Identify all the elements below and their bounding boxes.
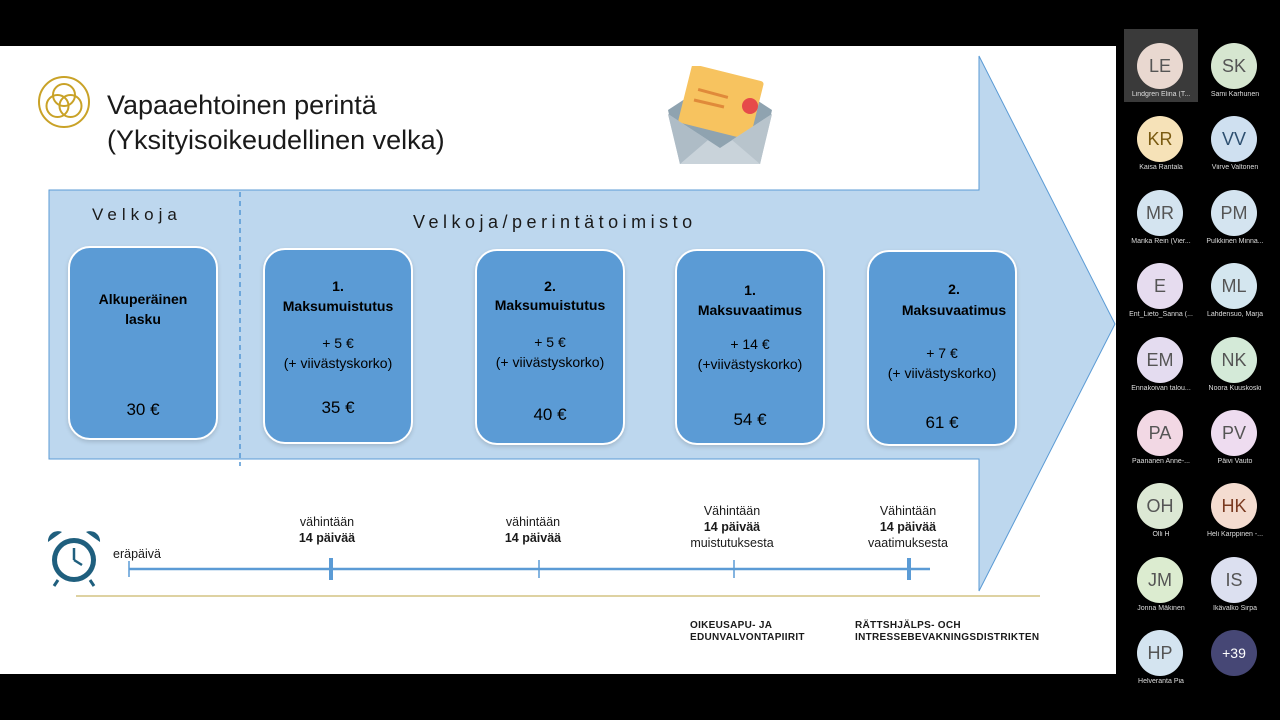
step-fee-note: (+ viivästyskorko)	[887, 365, 997, 381]
step-number: 1.	[332, 278, 344, 294]
step-fee: + 14 €	[730, 336, 770, 352]
participant-name: Marika Rein (Vier...	[1131, 237, 1191, 245]
timeline-due-date: eräpäivä	[113, 547, 161, 561]
participant-name: Sami Karhunen	[1210, 91, 1260, 98]
step-amount: 40 €	[533, 405, 567, 424]
participant-name: Ikävalko Sirpa	[1213, 604, 1257, 612]
avatar: IS	[1211, 556, 1257, 603]
participant-name: Viirve Valtonen	[1211, 164, 1259, 172]
participant-name: Pulkkinen Minna...	[1206, 237, 1264, 245]
avatar: MR	[1137, 189, 1183, 236]
participant-tile[interactable]: SK Sami Karhunen	[1198, 29, 1272, 102]
step-fee: + 5 €	[322, 335, 354, 351]
avatar: KR	[1137, 116, 1183, 163]
participant-name: Jonna Mäkinen	[1137, 604, 1185, 612]
avatar: OH	[1137, 483, 1183, 530]
envelope-letter-icon	[668, 66, 772, 164]
participant-tile[interactable]: PA Paananen Anne-...	[1124, 396, 1198, 469]
presentation-slide: Vapaaehtoinen perintä (Yksityisoikeudell…	[0, 46, 1116, 674]
participant-name: Kaisa Rantala	[1139, 164, 1183, 172]
participant-name: Ennakoivan talou...	[1131, 384, 1191, 392]
avatar: PM	[1211, 189, 1257, 236]
step-amount: 54 €	[733, 410, 767, 429]
avatar: PA	[1137, 410, 1183, 456]
avatar: ML	[1211, 263, 1257, 310]
avatar: HK	[1211, 483, 1257, 530]
step-reminder-1: 1. Maksumuistutus + 5 € (+ viivästyskork…	[263, 248, 413, 444]
step-number: 2.	[948, 281, 960, 297]
agency-label: Velkoja/perintätoimisto	[413, 212, 697, 232]
step-amount: 35 €	[321, 398, 355, 417]
avatar: LE	[1137, 43, 1183, 89]
step-name: Maksuvaatimus	[901, 302, 1007, 318]
participant-name: Noora Kuuskoski	[1208, 384, 1262, 392]
more-participants-button[interactable]: +39	[1198, 616, 1272, 689]
step-demand-1: 1. Maksuvaatimus + 14 € (+viivästyskorko…	[675, 249, 825, 445]
step-fee-note: (+viivästyskorko)	[697, 356, 803, 372]
participant-name: Lindgren Elina (T...	[1131, 91, 1191, 98]
avatar: NK	[1211, 336, 1257, 383]
step-fee-note: (+ viivästyskorko)	[283, 355, 393, 371]
triquetra-logo-icon	[38, 76, 90, 128]
step-demand-2: 2. Maksuvaatimus + 7 € (+ viivästyskorko…	[867, 250, 1017, 446]
slide-title: Vapaaehtoinen perintä	[107, 90, 377, 120]
avatar: VV	[1211, 116, 1257, 163]
step-name: Maksumuistutus	[282, 298, 394, 314]
alarm-clock-icon	[47, 531, 101, 587]
participant-tile[interactable]: LE Lindgren Elina (T...	[1124, 29, 1198, 102]
participant-name: Olli H	[1152, 531, 1170, 539]
participant-tile[interactable]: PV Päivi Vauto	[1198, 396, 1272, 469]
step-amount: 61 €	[925, 413, 959, 432]
step-original-invoice: Alkuperäinen lasku 30 €	[68, 246, 218, 440]
step-fee: + 7 €	[926, 345, 958, 361]
step-fee-note: (+ viivästyskorko)	[495, 354, 605, 370]
avatar: JM	[1137, 556, 1183, 603]
step-reminder-2: 2. Maksumuistutus + 5 € (+ viivästyskork…	[475, 249, 625, 445]
step-name: Maksuvaatimus	[697, 302, 803, 318]
avatar: E	[1137, 263, 1183, 310]
step-name: Alkuperäinen lasku	[98, 291, 188, 327]
participant-name: Ent_Lieto_Sanna (...	[1129, 311, 1193, 319]
participant-name: Päivi Vauto	[1217, 458, 1253, 465]
avatar: EM	[1137, 336, 1183, 383]
participant-name: Paananen Anne-...	[1132, 458, 1190, 465]
participant-name: Lahdensuo, Marja	[1206, 311, 1264, 319]
step-name: Maksumuistutus	[494, 297, 606, 313]
participant-name: Heli Karppinen -...	[1206, 531, 1264, 539]
step-number: 1.	[744, 282, 756, 298]
step-fee: + 5 €	[534, 334, 566, 350]
avatar: SK	[1211, 43, 1257, 89]
step-amount: 30 €	[126, 400, 160, 419]
step-number: 2.	[544, 278, 556, 294]
avatar: HP	[1137, 630, 1183, 677]
avatar: PV	[1211, 410, 1257, 456]
participant-name: Helveranta Pia	[1138, 678, 1184, 686]
slide-subtitle: (Yksityisoikeudellinen velka)	[107, 125, 445, 155]
creditor-label: Velkoja	[92, 205, 182, 224]
avatar: +39	[1211, 630, 1257, 677]
